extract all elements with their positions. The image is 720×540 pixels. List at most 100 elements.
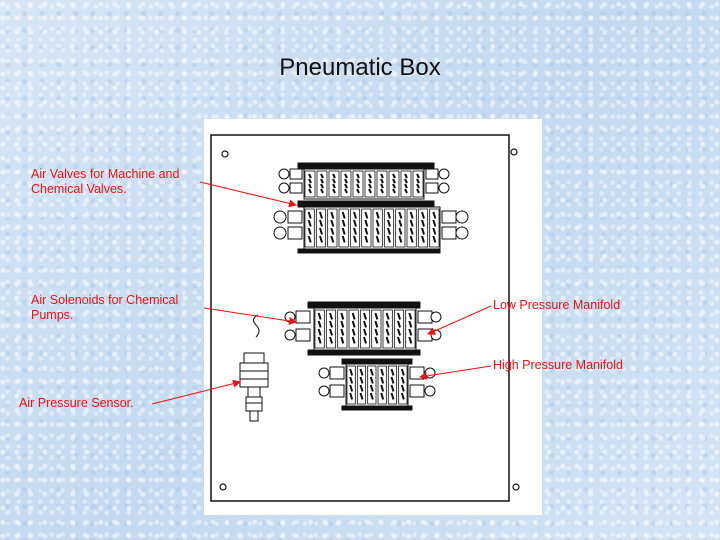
valve-slice-mark: [341, 211, 346, 219]
enclosure-panel: [210, 134, 510, 502]
valve-slice-mark: [332, 188, 336, 194]
valve-slice-mark: [380, 384, 385, 392]
valve-slice-mark: [421, 235, 425, 243]
valve-slice-mark: [380, 173, 384, 179]
mount-hole: [512, 483, 520, 491]
leader-line-air-solenoids: [203, 307, 297, 325]
valve-slice-mark: [330, 219, 335, 227]
valve-slice-mark: [319, 211, 323, 219]
valve-slice-mark: [375, 211, 380, 219]
valve-slice-mark: [400, 376, 405, 384]
valve-slice-mark: [329, 312, 333, 320]
valve-slice-mark: [308, 173, 312, 179]
valve-slice-mark: [359, 376, 364, 384]
valve-slice-mark: [329, 328, 333, 336]
valve-slice-mark: [404, 188, 408, 194]
label-air-valves: Air Valves for Machine and Chemical Valv…: [31, 167, 180, 196]
air-valve-bank: [273, 162, 469, 254]
valve-slice-mark: [404, 178, 408, 184]
valve-slice-mark: [416, 178, 420, 184]
valve-slice-mark: [341, 235, 346, 243]
label-air-pressure-sensor: Air Pressure Sensor.: [19, 396, 134, 410]
valve-slice-mark: [317, 312, 322, 320]
valve-slice-mark: [390, 392, 395, 400]
valve-slice-mark: [374, 336, 379, 344]
valve-slice-mark: [397, 328, 401, 336]
valve-slice-mark: [380, 188, 384, 194]
valve-slice-mark: [421, 211, 425, 219]
valve-slice-mark: [416, 183, 420, 189]
label-high-pressure-manifold: High Pressure Manifold: [493, 358, 623, 372]
valve-slice-mark: [356, 183, 360, 189]
valve-slice-mark: [363, 336, 367, 344]
valve-slice-mark: [353, 219, 357, 227]
valve-slice-mark: [398, 235, 403, 243]
valve-slice-mark: [421, 219, 425, 227]
valve-slice-mark: [432, 227, 437, 235]
valve-slice-mark: [344, 188, 348, 194]
valve-slice-mark: [351, 336, 356, 344]
valve-slice-mark: [364, 227, 369, 235]
label-low-pressure-manifold: Low Pressure Manifold: [493, 298, 621, 312]
valve-slice-mark: [363, 328, 367, 336]
valve-slice-mark: [340, 336, 345, 344]
valve-slice-mark: [375, 235, 380, 243]
valve-slice-mark: [320, 188, 324, 194]
valve-slice-mark: [380, 392, 385, 400]
valve-slice-mark: [319, 227, 323, 235]
valve-slice-mark: [308, 178, 312, 184]
valve-slice-mark: [320, 178, 324, 184]
valve-slice-mark: [329, 336, 333, 344]
valve-slice-mark: [397, 320, 401, 328]
pneumatic-box-drawing: [204, 119, 542, 515]
valve-slice-mark: [404, 173, 408, 179]
valve-slice-mark: [368, 178, 372, 184]
valve-slice-mark: [409, 219, 414, 227]
valve-slice-mark: [308, 183, 312, 189]
leader-line-low-pressure: [427, 305, 492, 335]
valve-slice-mark: [390, 368, 395, 376]
valve-slice-mark: [387, 227, 391, 235]
valve-slice-mark: [332, 183, 336, 189]
valve-slice-mark: [344, 173, 348, 179]
valve-slice-mark: [374, 320, 379, 328]
valve-slice-mark: [320, 173, 324, 179]
label-air-solenoids: Air Solenoids for Chemical Pumps.: [31, 293, 179, 322]
valve-slice-mark: [432, 235, 437, 243]
valve-slice-mark: [368, 183, 372, 189]
valve-slice-mark: [369, 376, 374, 384]
valve-slice-mark: [307, 227, 312, 235]
valve-slice-mark: [397, 312, 401, 320]
valve-slice-mark: [408, 312, 413, 320]
valve-slice-mark: [340, 312, 345, 320]
valve-slice-mark: [408, 336, 413, 344]
valve-slice-mark: [369, 368, 374, 376]
valve-slice-mark: [385, 312, 390, 320]
valve-slice-mark: [392, 178, 396, 184]
valve-slice-mark: [390, 376, 395, 384]
valve-slice-mark: [330, 211, 335, 219]
valve-slice-mark: [408, 328, 413, 336]
valve-slice-mark: [374, 312, 379, 320]
valve-slice-mark: [330, 235, 335, 243]
valve-slice-mark: [349, 376, 354, 384]
solenoid-bank-low-pressure: [284, 301, 442, 356]
valve-slice-mark: [359, 368, 364, 376]
valve-slice-mark: [353, 227, 357, 235]
valve-slice-mark: [369, 392, 374, 400]
valve-slice-mark: [317, 328, 322, 336]
valve-slice-mark: [380, 183, 384, 189]
valve-slice-mark: [351, 312, 356, 320]
valve-slice-mark: [363, 320, 367, 328]
valve-slice-mark: [398, 211, 403, 219]
valve-slice-mark: [374, 328, 379, 336]
valve-slice-mark: [320, 183, 324, 189]
valve-slice-mark: [344, 183, 348, 189]
valve-slice-mark: [359, 392, 364, 400]
leader-line-high-pressure: [419, 365, 492, 380]
valve-slice-mark: [404, 183, 408, 189]
valve-slice-mark: [307, 235, 312, 243]
valve-slice-mark: [369, 384, 374, 392]
valve-slice-mark: [368, 173, 372, 179]
